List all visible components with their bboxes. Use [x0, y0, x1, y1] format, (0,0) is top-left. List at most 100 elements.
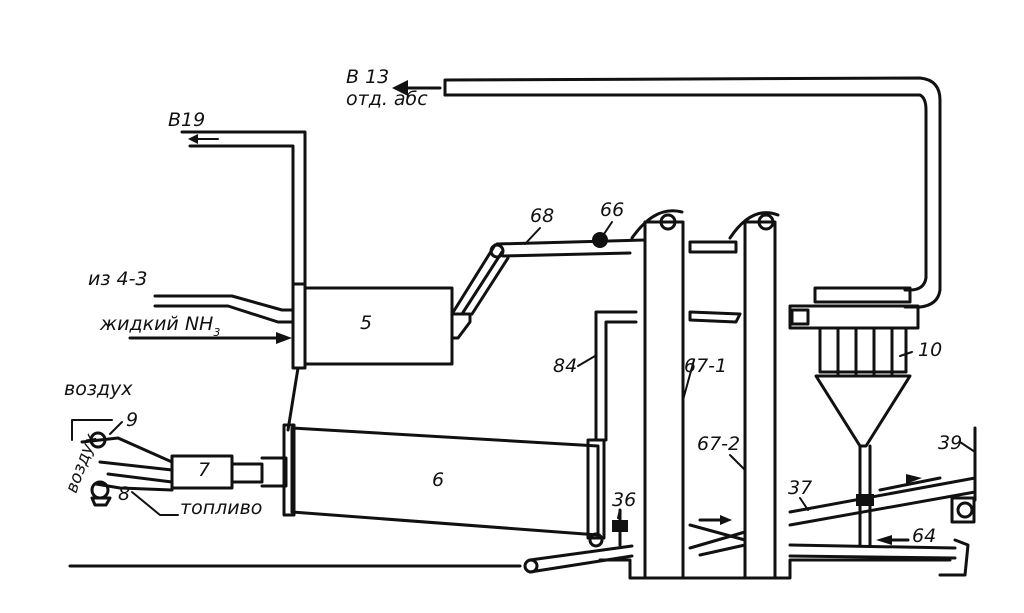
leader-9 — [109, 421, 123, 435]
chute-36-end — [523, 558, 539, 574]
apparatus-5-nozzle — [450, 312, 472, 340]
drum-6-flange — [282, 423, 296, 517]
label-66: 66 — [600, 199, 624, 221]
elevator-67-1 — [643, 220, 685, 580]
elevator-84 — [594, 310, 638, 442]
burner-7-nozzle — [260, 456, 288, 488]
fan-8-base — [90, 496, 112, 507]
air-line-9 — [80, 436, 174, 464]
chute-bottom-a — [688, 523, 747, 542]
screw-64-end — [938, 538, 970, 577]
pipe-68-a — [450, 243, 497, 316]
leader-66 — [603, 221, 613, 235]
label-64: 64 — [912, 525, 936, 547]
label-air: воздух — [64, 378, 133, 400]
leader-39 — [959, 441, 976, 453]
screw-64-b — [788, 554, 957, 560]
air-bracket — [71, 419, 113, 441]
label-dept-abs: отд. абс — [346, 88, 428, 110]
chute-36-b — [528, 554, 634, 574]
valve-66 — [592, 232, 608, 248]
label-liquid-nh3: жидкий NH3 — [99, 313, 220, 339]
arrow-chute-bottom — [720, 515, 732, 525]
cyclone-10-port — [790, 308, 810, 326]
label-37: 37 — [788, 477, 812, 499]
pipe-b19-inner — [188, 144, 295, 292]
burner-7 — [170, 454, 234, 490]
chute-36-a — [528, 544, 634, 562]
label-10: 10 — [918, 339, 942, 361]
inlet-from-4-3-b — [153, 304, 295, 324]
leader-10 — [899, 351, 913, 357]
apparatus-5-flange — [291, 282, 307, 370]
arrow-to-19-head — [188, 134, 198, 144]
pipe-68-upper — [495, 238, 647, 246]
burner-7-neck — [230, 462, 264, 484]
fuel-line-8 — [94, 482, 174, 492]
pipe-b19-outer — [180, 130, 307, 292]
pipe-68-c — [470, 256, 510, 316]
leader-67-1 — [682, 359, 695, 401]
conveyor-37-arrow — [906, 474, 922, 484]
apparatus-5 — [303, 286, 454, 366]
fuel-leader — [131, 491, 179, 516]
chute-bottom-b — [688, 530, 747, 550]
leader-36 — [617, 509, 621, 519]
label-36: 36 — [612, 489, 636, 511]
leader-68 — [524, 227, 541, 245]
chute-mid-lower — [688, 310, 742, 324]
elevator-67-1-head — [630, 209, 684, 240]
valve-9 — [89, 431, 107, 449]
label-7: 7 — [198, 459, 210, 481]
label-9: 9 — [126, 409, 138, 431]
label-84: 84 — [553, 355, 577, 377]
elevator-67-2 — [743, 220, 777, 580]
label-fuel: топливо — [180, 497, 262, 519]
label-to-13: В 13 — [346, 66, 389, 88]
conveyor-37-b — [788, 490, 977, 527]
chute-bottom-c — [698, 543, 747, 557]
elevator-84-foot — [588, 532, 604, 548]
pipe-68-b — [460, 250, 504, 316]
cyclone-10-hopper — [814, 374, 912, 448]
conveyor-37-drive — [950, 496, 976, 524]
label-liquid-nh3-main: жидкий NH — [99, 313, 213, 335]
label-39: 39 — [938, 432, 962, 454]
leader-37 — [799, 497, 809, 511]
label-5: 5 — [360, 312, 372, 334]
elevator-84-inner — [604, 320, 638, 442]
pipe-68-lower — [501, 251, 632, 258]
leader-84 — [577, 355, 596, 367]
screw-64-a — [788, 543, 957, 550]
fuel-line-b — [106, 472, 174, 484]
exhaust-pipe-inner — [443, 93, 928, 292]
conveyor-37-a — [788, 476, 977, 514]
ground-base — [598, 558, 952, 580]
inlet-nh3-arrow — [276, 332, 292, 344]
leader-67-2 — [729, 454, 746, 471]
cyclone-10-top — [813, 286, 912, 304]
label-air-vertical: воздух — [62, 430, 102, 495]
label-liquid-nh3-sub: 3 — [213, 326, 220, 339]
arrow-to-13-head — [392, 80, 408, 96]
drum-6-body — [290, 426, 600, 537]
screw-64-arrow — [876, 535, 892, 545]
elevator-67-2-head — [728, 211, 780, 240]
label-from-4-3: из 4-3 — [88, 268, 148, 290]
exhaust-pipe-outer — [443, 76, 942, 309]
elevator-84-lower — [586, 438, 606, 540]
label-67-2: 67-2 — [697, 433, 740, 455]
inlet-from-4-3-a — [153, 294, 295, 312]
conveyor-37-pulley — [956, 501, 974, 519]
label-to-19: В19 — [168, 109, 205, 131]
connector-5-6 — [286, 366, 300, 432]
label-6: 6 — [432, 469, 444, 491]
chute-mid-upper — [688, 240, 738, 254]
label-68: 68 — [530, 205, 554, 227]
elevator-67-2-pulley — [757, 213, 775, 231]
label-8: 8 — [118, 483, 130, 505]
fuel-line-a — [98, 460, 174, 472]
elevator-67-1-pulley — [659, 213, 677, 231]
